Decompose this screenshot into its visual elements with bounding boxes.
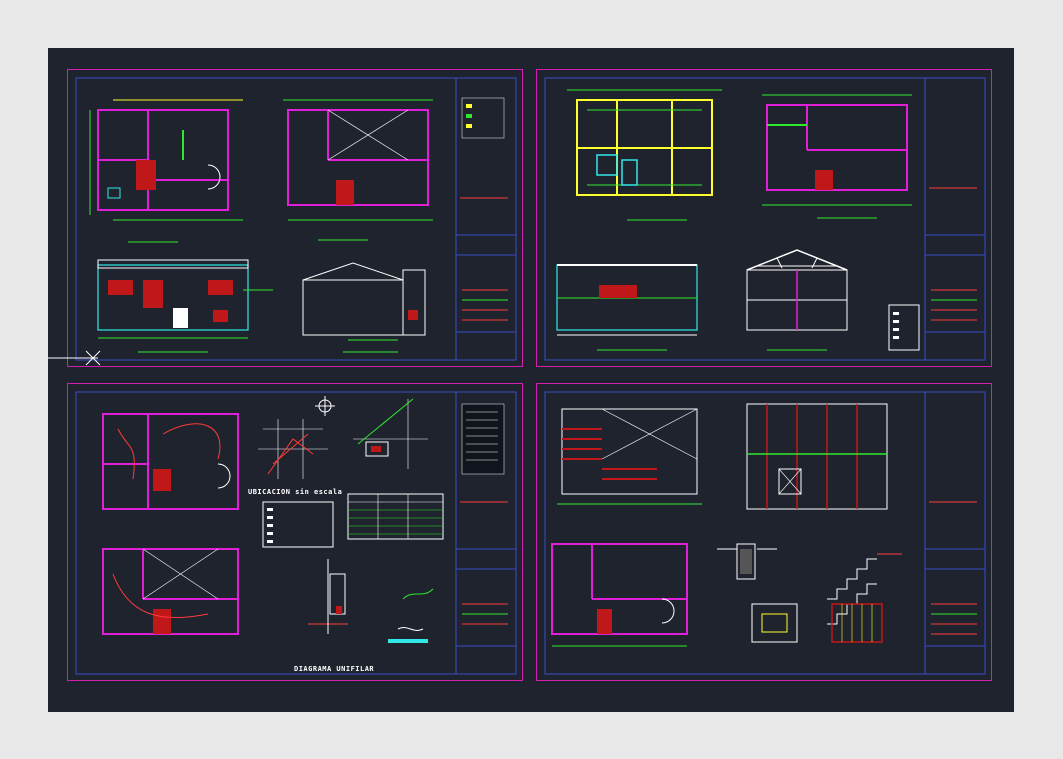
section-a	[556, 264, 698, 336]
sheet-roof-details[interactable]	[536, 383, 992, 681]
crosshair-icon	[48, 350, 101, 366]
sheet-1-drawing	[75, 77, 517, 361]
plan-floor-1	[89, 99, 243, 221]
column-detail	[717, 543, 777, 580]
sheet-architecture[interactable]	[67, 69, 523, 367]
title-block-2	[924, 77, 986, 361]
location-caption: UBICACION sin escala	[248, 488, 343, 496]
load-table	[347, 493, 444, 540]
site-sketch	[353, 398, 428, 469]
cad-viewport[interactable]: UBICACION sin escala DIAGRAMA UNIFILAR	[48, 48, 1014, 712]
sheet-4-drawing	[544, 391, 986, 675]
sheet-electrical[interactable]: UBICACION sin escala DIAGRAMA UNIFILAR	[67, 383, 523, 681]
sheet-3-drawing	[75, 391, 517, 675]
north-arrow-icon	[315, 396, 335, 416]
footing-detail-1	[751, 603, 798, 643]
footing-detail-2	[831, 603, 883, 643]
legend-box	[888, 304, 920, 351]
electrical-legend	[262, 501, 334, 548]
roof-plan	[746, 403, 888, 510]
single-line-diagram	[308, 559, 434, 643]
sheet-2-drawing	[544, 77, 986, 361]
stair-detail	[827, 553, 902, 625]
section-b	[746, 249, 848, 331]
roof-beam-plan	[762, 94, 912, 206]
title-block-1	[455, 77, 517, 361]
location-map	[258, 419, 328, 479]
electrical-plan-2	[102, 548, 239, 635]
foundation-plan	[567, 89, 722, 196]
elevation-front	[97, 259, 273, 339]
sheet-structural[interactable]	[536, 69, 992, 367]
floor-plan-detail	[551, 543, 688, 647]
title-block-4	[924, 391, 986, 675]
title-block-3	[455, 391, 517, 675]
slab-plan	[557, 408, 702, 505]
elevation-side	[302, 262, 426, 341]
electrical-plan-1	[102, 413, 239, 510]
single-line-diagram-caption: DIAGRAMA UNIFILAR	[294, 665, 375, 673]
plan-floor-2	[283, 99, 433, 221]
